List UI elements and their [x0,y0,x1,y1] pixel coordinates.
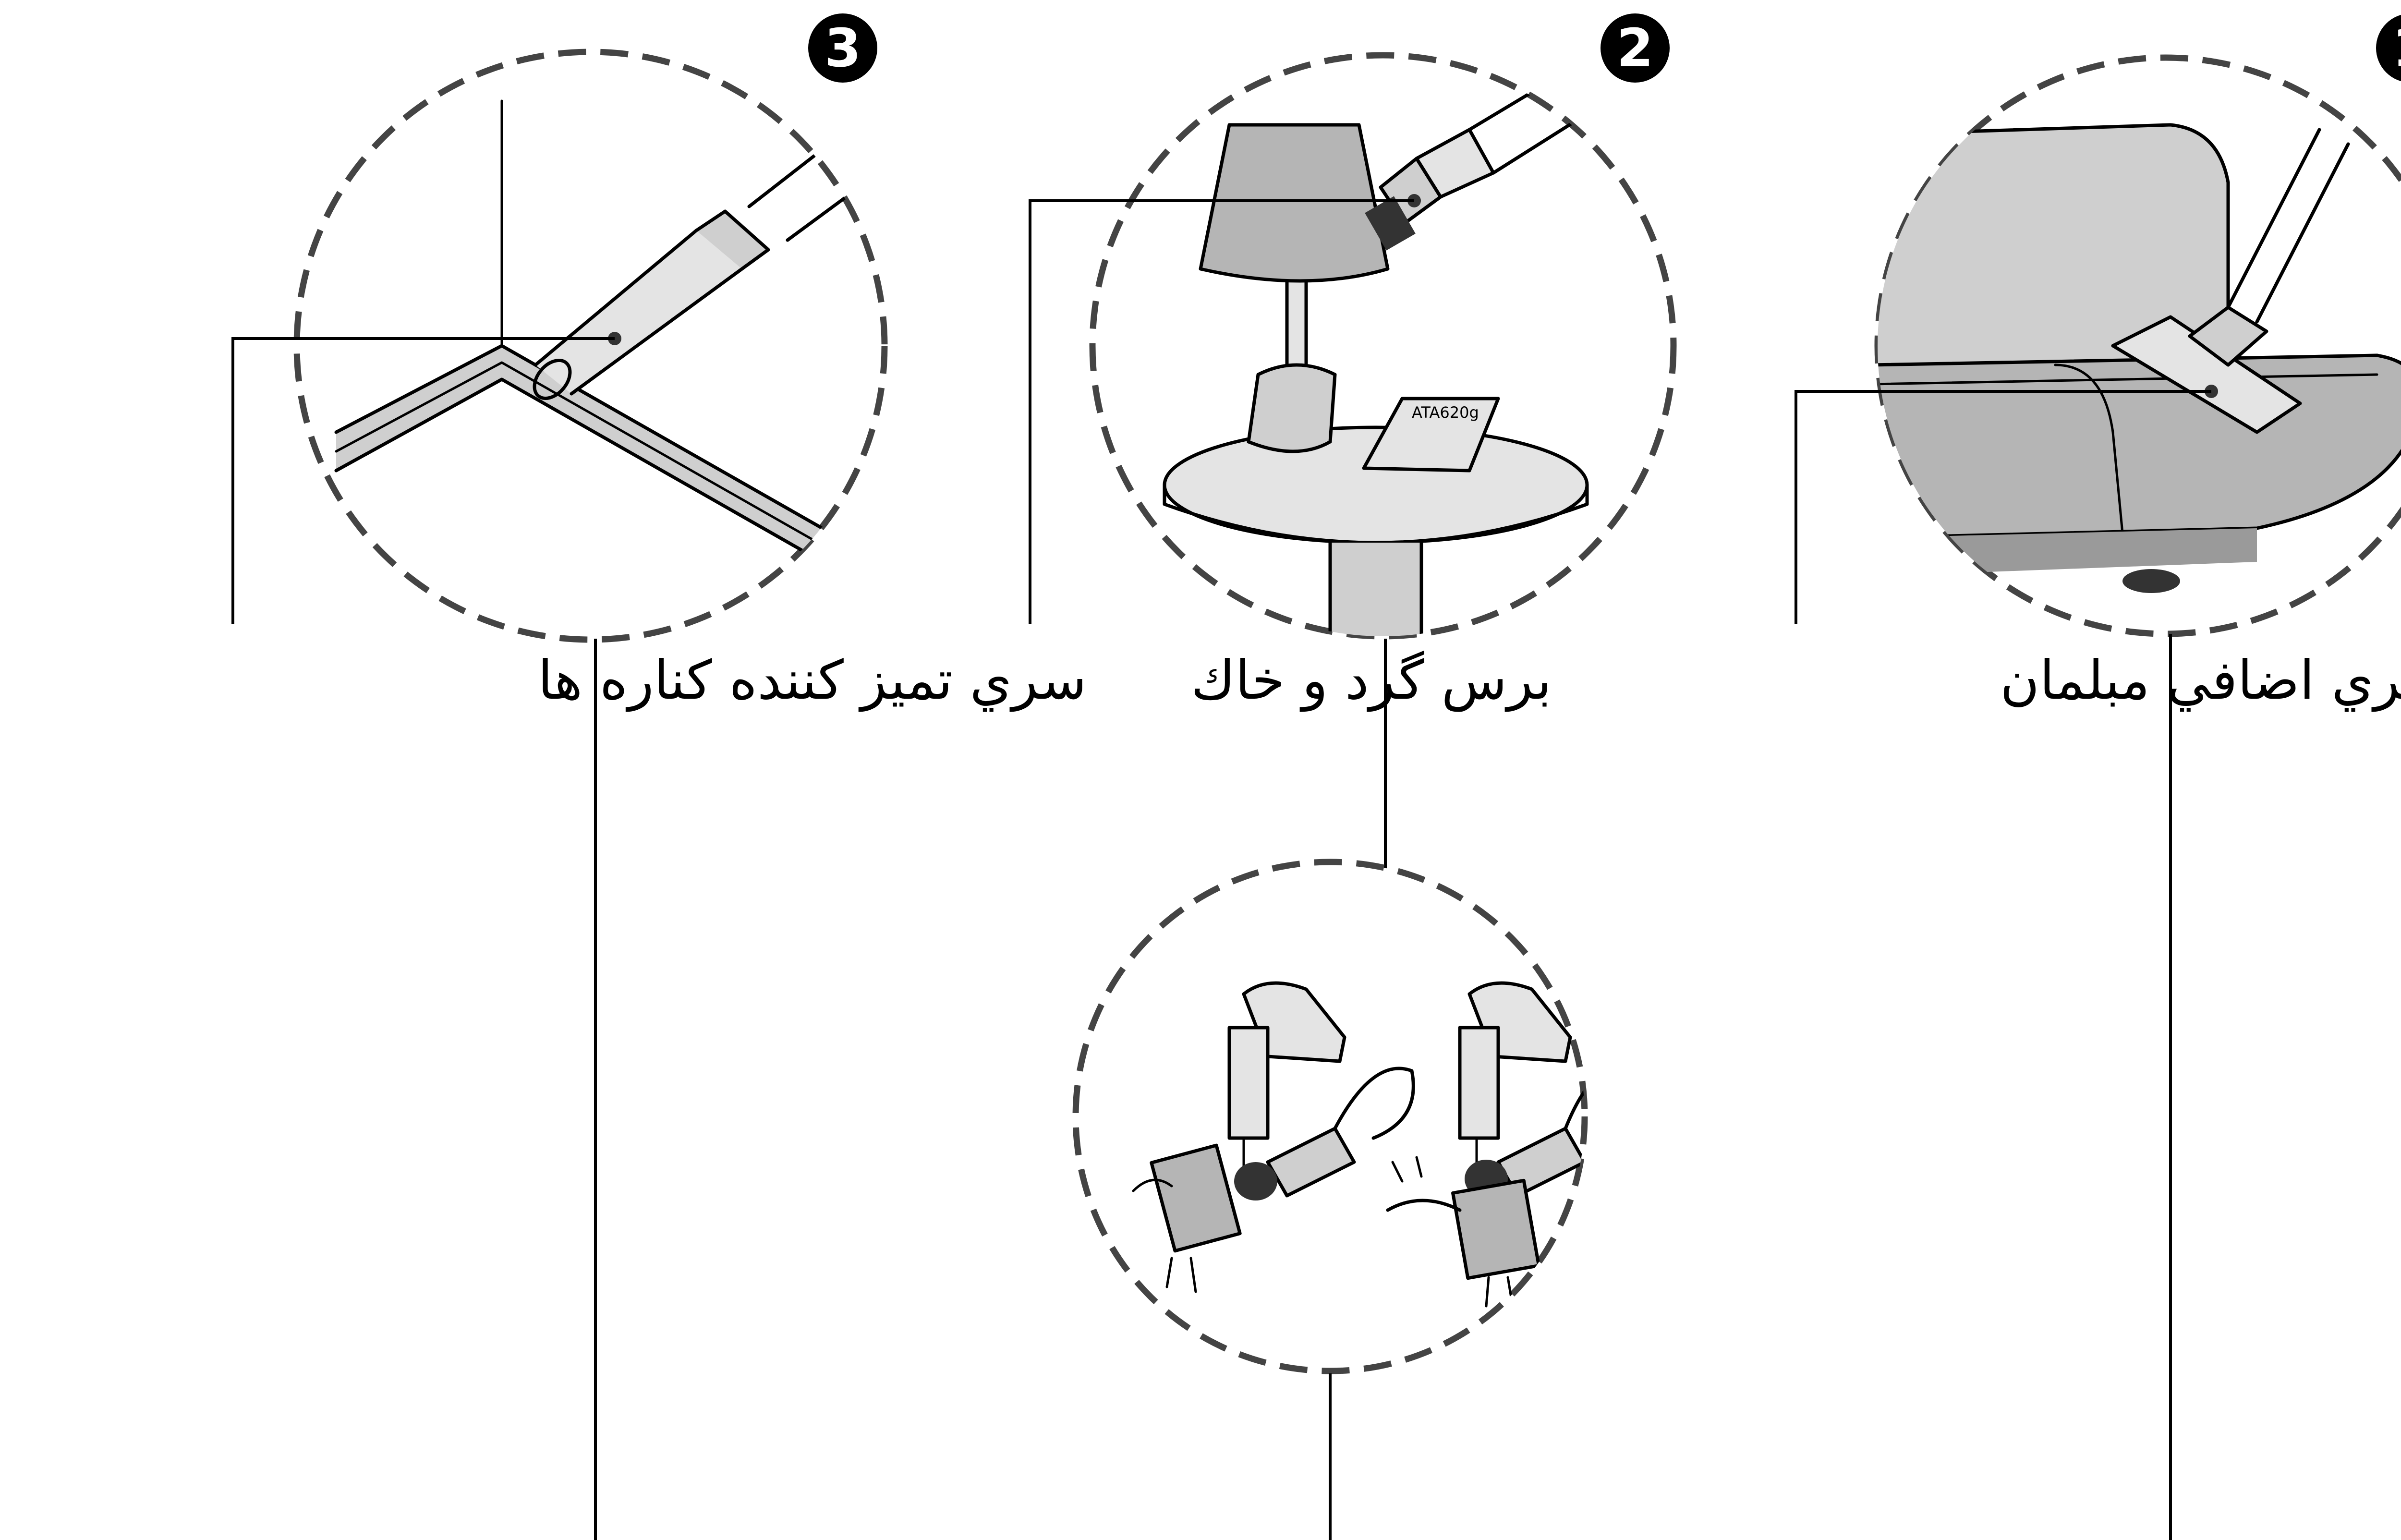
label-dusting-brush: برس گرد و خاك [1191,649,1552,712]
lamp-card-text: ATA620g [1412,403,1479,422]
panel-crevice-tool: 3 سري تميز كننده كناره ها [231,13,1087,1540]
step-badge-1 [2376,14,2401,82]
panel-filter-washing [1072,859,1588,1540]
step-badge-2-number: 2 [1617,17,1654,79]
panel-dusting-brush: ATA620g 2 برس گرد و خاك [1029,13,1677,872]
step-badge-1-number: 1 [2392,17,2401,79]
step-badge-3-number: 3 [825,17,861,79]
upholstery-nozzle-on-sofa-illustration [1878,123,2401,593]
washing-circle [1072,859,1588,1374]
panel-upholstery-nozzle: 1 سري اضافي مبلمان [1795,14,2401,1540]
label-upholstery-nozzle: سري اضافي مبلمان [2000,649,2401,712]
filter-washing-under-tap-illustration [1132,981,1585,1308]
label-crevice-tool: سري تميز كننده كناره ها [538,649,1087,712]
step-badge-3 [808,13,877,83]
crevice-tool-in-corner-illustration [334,99,881,588]
step-badge-2 [1601,13,1670,83]
dusting-brush-on-lamp-illustration: ATA620g [1163,70,1589,636]
